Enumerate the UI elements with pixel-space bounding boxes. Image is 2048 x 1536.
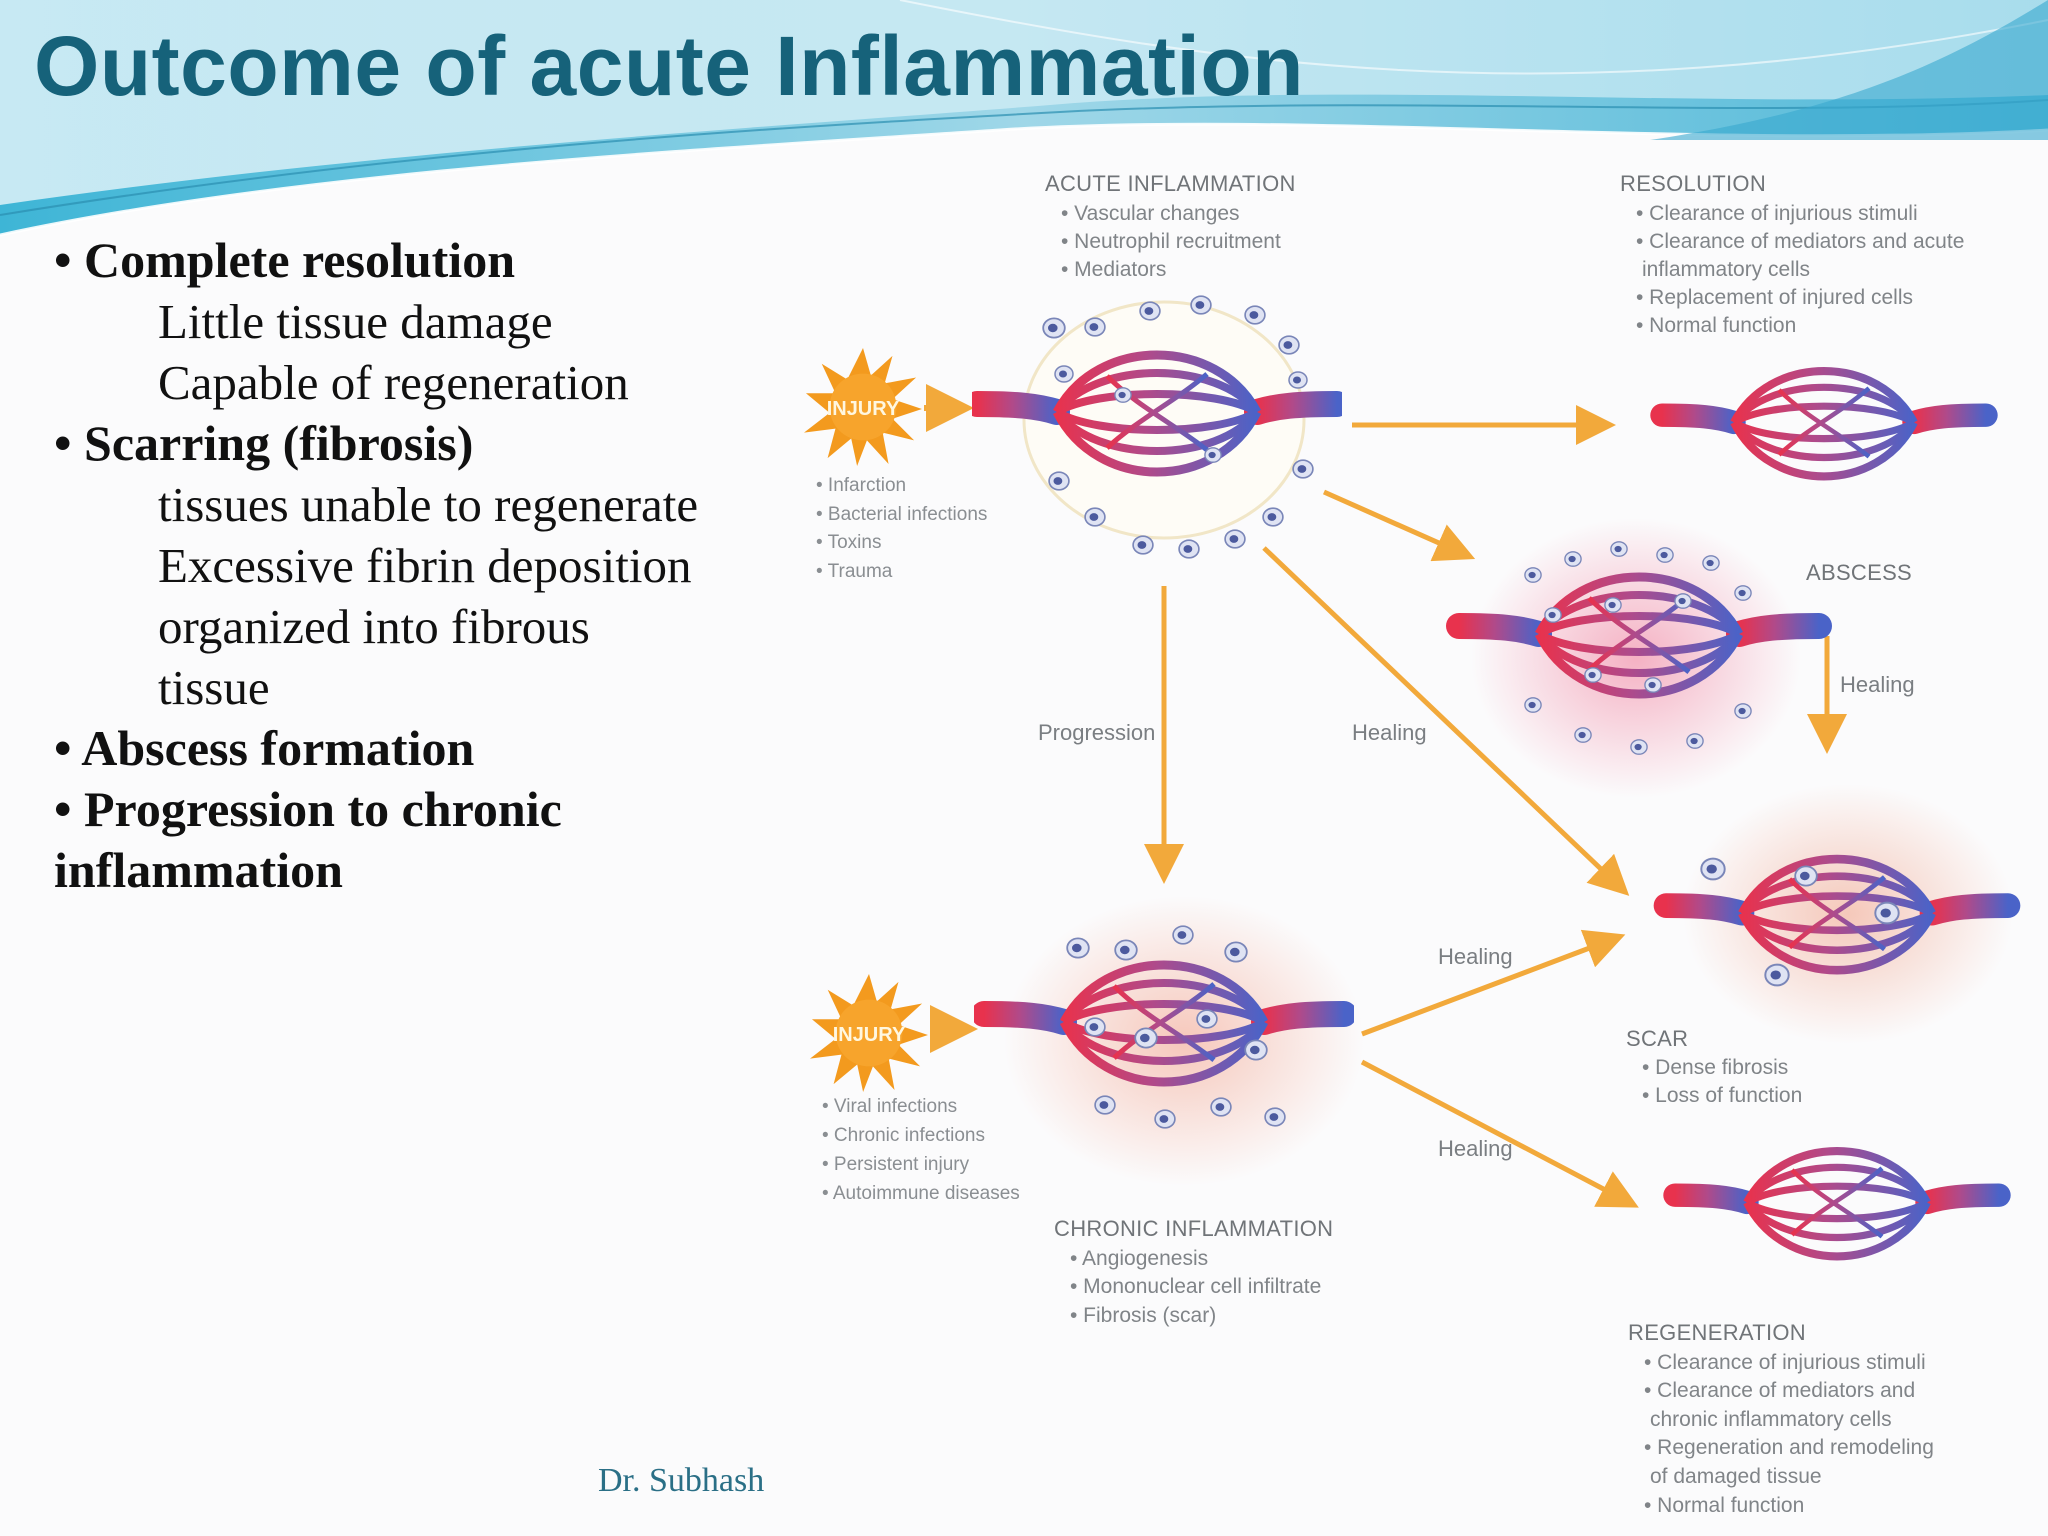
- bullet-sub-item: Little tissue damage: [158, 294, 553, 349]
- svg-text:• Clearance of injurious stimu: • Clearance of injurious stimuli: [1644, 1351, 1926, 1374]
- bullet-sub-item: tissue: [158, 660, 270, 715]
- svg-text:RESOLUTION: RESOLUTION: [1620, 171, 1766, 196]
- scar-label: SCAR • Dense fibrosis • Loss of function: [1626, 1026, 1802, 1107]
- author-credit: Dr. Subhash: [598, 1462, 765, 1499]
- svg-text:• Normal function: • Normal function: [1644, 1494, 1804, 1517]
- healing-edge-label: Healing: [1438, 1136, 1513, 1161]
- regeneration-label: REGENERATION • Clearance of injurious st…: [1628, 1320, 1934, 1517]
- bullet-sub-item: tissues unable to regenerate: [158, 477, 699, 532]
- svg-text:• Mononuclear cell infiltrate: • Mononuclear cell infiltrate: [1070, 1275, 1321, 1298]
- svg-text:• Normal function: • Normal function: [1636, 314, 1796, 337]
- svg-text:• Bacterial infections: • Bacterial infections: [816, 504, 987, 525]
- resolution-label: RESOLUTION • Clearance of injurious stim…: [1620, 171, 1964, 337]
- bullet-complete-resolution: • Complete resolution: [54, 232, 515, 288]
- abscess-label: ABSCESS: [1806, 560, 1912, 585]
- svg-text:• Loss of function: • Loss of function: [1642, 1084, 1802, 1107]
- resolution-vessel: [1662, 371, 1986, 476]
- injury-causes-chronic: • Viral infections • Chronic infections …: [822, 1096, 1020, 1204]
- acute-to-scar-arrow: [1262, 546, 1630, 896]
- svg-text:• Clearance of injurious stimu: • Clearance of injurious stimuli: [1636, 202, 1918, 225]
- svg-text:• Autoimmune diseases: • Autoimmune diseases: [822, 1183, 1020, 1204]
- chronic-to-regeneration-arrow: [1360, 1059, 1639, 1208]
- header-wave-decoration: [0, 0, 2048, 237]
- inflammation-outcome-diagram: INJURY INJURY ACUTE INFLAMMATION • Vascu…: [804, 171, 2048, 1517]
- svg-text:• Regeneration and remodeling: • Regeneration and remodeling: [1644, 1436, 1934, 1459]
- acute-vessel: [977, 300, 1337, 540]
- svg-text:• Vascular changes: • Vascular changes: [1061, 202, 1240, 225]
- acute-label: ACUTE INFLAMMATION • Vascular changes • …: [1045, 171, 1296, 281]
- svg-text:• Trauma: • Trauma: [816, 561, 893, 582]
- svg-text:• Replacement of injured cells: • Replacement of injured cells: [1636, 286, 1913, 309]
- svg-text:• Persistent injury: • Persistent injury: [822, 1154, 970, 1175]
- regeneration-vessel: [1675, 1151, 1999, 1256]
- svg-text:• Chronic infections: • Chronic infections: [822, 1125, 985, 1146]
- svg-text:• Toxins: • Toxins: [816, 532, 881, 553]
- healing-edge-label: Healing: [1352, 720, 1427, 745]
- svg-text:• Infarction: • Infarction: [816, 475, 906, 496]
- svg-text:• Angiogenesis: • Angiogenesis: [1070, 1247, 1208, 1270]
- bullet-sub-item: Excessive fibrin deposition: [158, 538, 692, 593]
- bullet-sub-item: organized into fibrous: [158, 599, 590, 654]
- svg-text:• Fibrosis (scar): • Fibrosis (scar): [1070, 1304, 1216, 1327]
- svg-text:INJURY: INJURY: [833, 1024, 906, 1046]
- progression-edge-label: Progression: [1038, 720, 1155, 745]
- bullet-progression: • Progression to chronic: [54, 781, 562, 837]
- svg-text:INJURY: INJURY: [827, 398, 900, 420]
- svg-text:chronic inflammatory cells: chronic inflammatory cells: [1650, 1408, 1892, 1431]
- svg-text:• Viral infections: • Viral infections: [822, 1096, 957, 1117]
- healing-edge-label: Healing: [1438, 944, 1513, 969]
- svg-text:SCAR: SCAR: [1626, 1026, 1688, 1051]
- bullet-list: • Complete resolution Little tissue dama…: [54, 230, 794, 901]
- svg-text:• Dense fibrosis: • Dense fibrosis: [1642, 1056, 1788, 1079]
- svg-text:• Mediators: • Mediators: [1061, 258, 1166, 281]
- bullet-sub-item: Capable of regeneration: [158, 355, 629, 410]
- svg-text:CHRONIC INFLAMMATION: CHRONIC INFLAMMATION: [1054, 1216, 1333, 1241]
- injury-causes-acute: • Infarction • Bacterial infections • To…: [816, 475, 987, 582]
- arrows: [924, 384, 1847, 1208]
- chronic-label: CHRONIC INFLAMMATION • Angiogenesis • Mo…: [1054, 1216, 1333, 1327]
- slide-title: Outcome of acute Inflammation: [34, 19, 1304, 113]
- abscess-glow: [1471, 518, 1801, 798]
- injury-burst-acute: INJURY: [804, 348, 922, 466]
- svg-text:of damaged tissue: of damaged tissue: [1650, 1465, 1822, 1488]
- svg-text:REGENERATION: REGENERATION: [1628, 1320, 1806, 1345]
- healing-edge-label: Healing: [1840, 672, 1915, 697]
- chronic-to-scar-arrow: [1361, 929, 1626, 1037]
- svg-text:• Clearance of mediators and: • Clearance of mediators and: [1644, 1379, 1915, 1402]
- svg-text:inflammatory cells: inflammatory cells: [1642, 258, 1810, 281]
- bullet-abscess: • Abscess formation: [54, 720, 475, 776]
- injury-burst-chronic: INJURY: [810, 974, 928, 1092]
- bullet-progression-cont: inflammation: [54, 842, 343, 898]
- bullet-scarring: • Scarring (fibrosis): [54, 415, 474, 471]
- svg-text:• Neutrophil recruitment: • Neutrophil recruitment: [1061, 230, 1281, 253]
- svg-text:• Clearance of mediators and a: • Clearance of mediators and acute: [1636, 230, 1964, 253]
- svg-text:ACUTE INFLAMMATION: ACUTE INFLAMMATION: [1045, 171, 1296, 196]
- abscess-arrow: [1322, 489, 1476, 562]
